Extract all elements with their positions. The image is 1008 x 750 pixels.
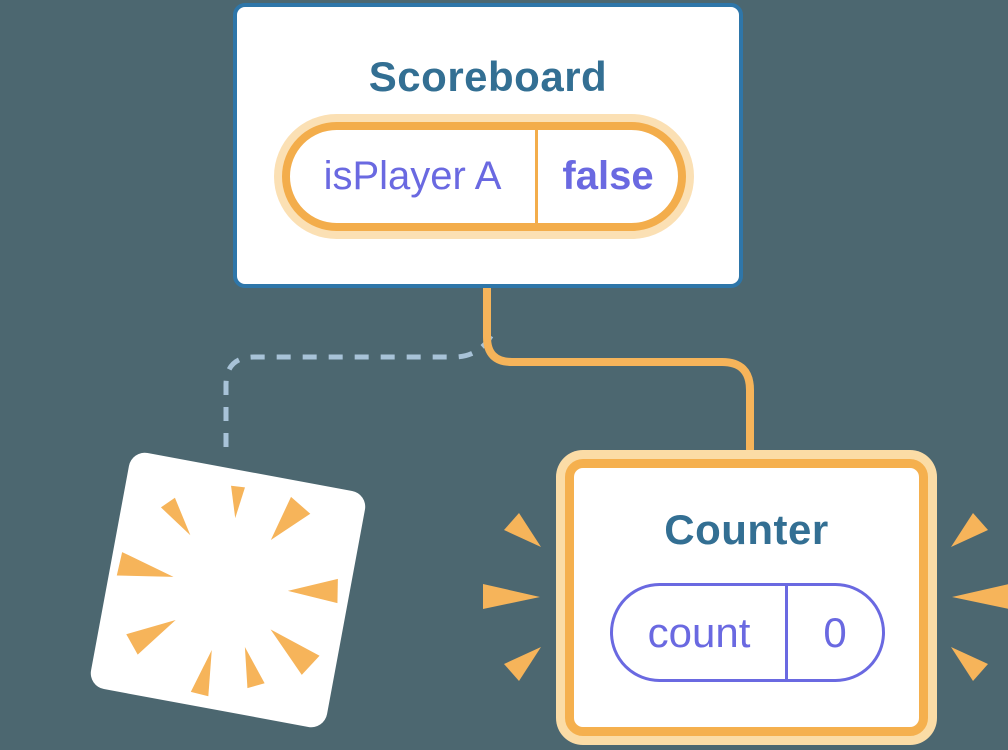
scoreboard-component-card: Scoreboard isPlayer A false [233,3,743,288]
counter-state-pill: count 0 [610,583,885,682]
burst-rays-icon [116,485,338,697]
scoreboard-state-pill: isPlayer A false [282,122,686,231]
state-value: 0 [823,608,847,656]
state-pill-divider [535,130,538,223]
state-key: count [647,608,751,656]
emphasis-rays-icon [951,513,1008,681]
state-value: false [562,154,654,198]
scoreboard-title: Scoreboard [368,53,608,100]
preserved-connector-line [483,286,754,456]
emphasis-rays-icon [483,513,541,681]
destroyed-connector-dashed-line [223,334,494,456]
counter-title: Counter [664,506,829,553]
state-pill-divider [785,586,788,679]
counter-component-card: Counter count 0 [565,459,928,736]
state-key: isPlayer A [323,154,502,198]
destroyed-component-card [88,450,368,730]
